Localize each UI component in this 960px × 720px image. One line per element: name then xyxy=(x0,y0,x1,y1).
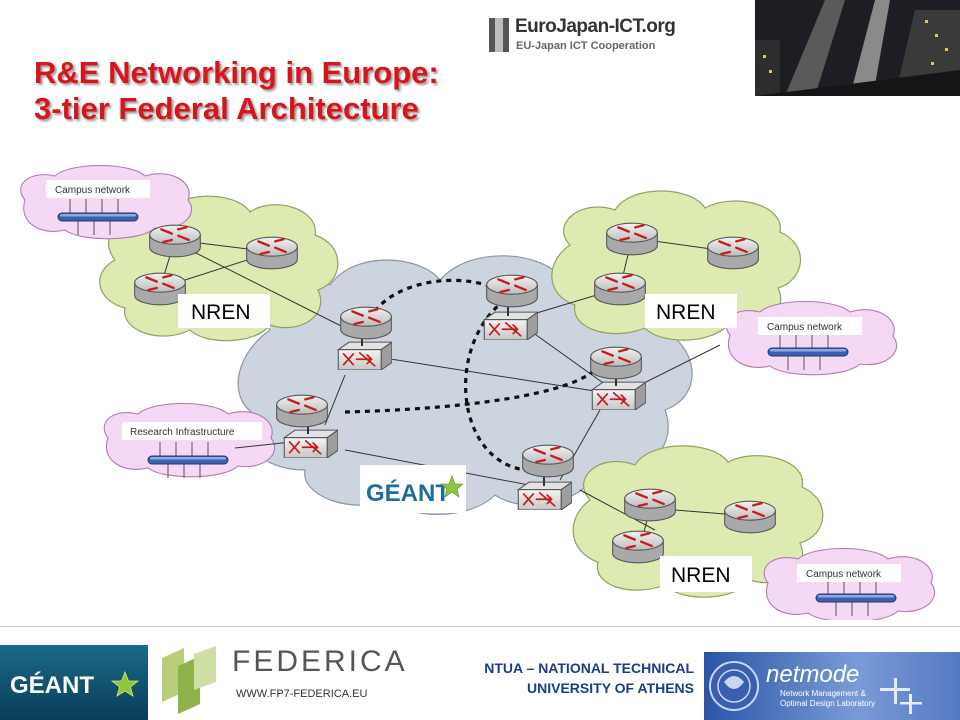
federica-mark-icon xyxy=(162,646,216,714)
router-icon xyxy=(605,221,659,257)
router-icon xyxy=(706,235,760,271)
nren-label-top-right: NREN xyxy=(656,301,716,324)
core-node-4 xyxy=(275,393,338,458)
campus-label-top-left: Campus network xyxy=(55,185,131,196)
switch-icon xyxy=(337,341,392,370)
router-icon xyxy=(593,271,647,307)
eurojapan-mark-icon xyxy=(489,18,509,52)
research-cloud xyxy=(103,403,276,478)
title-line-1: R&E Networking in Europe: xyxy=(34,55,439,90)
netmode-tagline-2: Optimal Design Laboratory xyxy=(780,699,875,708)
router-icon xyxy=(723,499,777,535)
router-icon xyxy=(521,443,575,479)
switch-icon xyxy=(591,381,646,410)
router-icon xyxy=(148,223,202,259)
core-node-3 xyxy=(589,345,646,410)
geant-star-icon xyxy=(110,670,140,697)
eurojapan-name: EuroJapan-ICT.org xyxy=(515,16,676,37)
router-icon xyxy=(611,529,665,565)
netmode-name: netmode xyxy=(766,661,859,688)
eurojapan-subtitle: EU-Japan ICT Cooperation xyxy=(516,40,656,52)
ntua-line-1: NTUA – NATIONAL TECHNICAL xyxy=(484,660,694,676)
switch-icon xyxy=(483,311,538,340)
eurojapan-logo: EuroJapan-ICT.org EU-Japan ICT Cooperati… xyxy=(489,16,676,56)
core-node-1 xyxy=(337,305,393,370)
geant-core-logo-text: GÉANT xyxy=(366,479,450,507)
campus-cloud-bottom-right xyxy=(763,548,936,620)
router-icon xyxy=(623,487,677,523)
campus-label-bottom-right: Campus network xyxy=(806,569,882,580)
federica-name: FEDERICA xyxy=(232,645,408,678)
geant-star-icon xyxy=(440,475,464,498)
switch-icon xyxy=(517,481,572,510)
router-icon xyxy=(589,345,643,381)
title-line-2: 3-tier Federal Architecture xyxy=(34,91,419,126)
switch-icon xyxy=(283,429,338,458)
slide-title: R&E Networking in Europe: 3-tier Federal… xyxy=(34,55,439,127)
city-night-photo xyxy=(755,0,960,96)
router-icon xyxy=(133,271,187,307)
ntua-text: NTUA – NATIONAL TECHNICAL UNIVERSITY OF … xyxy=(408,658,694,698)
netmode-graphic: netmode Network Management & Optimal Des… xyxy=(709,661,922,714)
router-icon xyxy=(245,235,299,271)
nren-label-top-left: NREN xyxy=(191,301,251,324)
campus-cloud-right xyxy=(725,301,898,376)
router-icon xyxy=(485,273,539,309)
research-label: Research Infrastructure xyxy=(130,427,235,438)
core-node-2 xyxy=(483,273,539,340)
nren-label-box xyxy=(178,294,270,328)
nren-label-box xyxy=(645,294,737,328)
campus-label-right: Campus network xyxy=(767,322,843,333)
router-icon xyxy=(275,393,329,429)
router-icon xyxy=(339,305,393,341)
footer-divider xyxy=(0,626,960,627)
geant-core-logo: GÉANT xyxy=(360,465,466,513)
netmode-tagline-1: Network Management & xyxy=(780,689,866,698)
netmode-logo: netmode Network Management & Optimal Des… xyxy=(704,652,960,720)
nren-label-bottom-right: NREN xyxy=(671,564,731,587)
core-node-5 xyxy=(517,443,575,510)
geant-footer-logo-text: GÉANT xyxy=(10,672,94,699)
ntua-line-2: UNIVERSITY OF ATHENS xyxy=(527,680,694,696)
federica-url[interactable]: WWW.FP7-FEDERICA.EU xyxy=(236,688,368,700)
network-diagram: Campus network Campus network Research I… xyxy=(20,165,936,620)
nren-label-box xyxy=(660,556,752,592)
geant-footer-logo: GÉANT xyxy=(0,645,148,720)
